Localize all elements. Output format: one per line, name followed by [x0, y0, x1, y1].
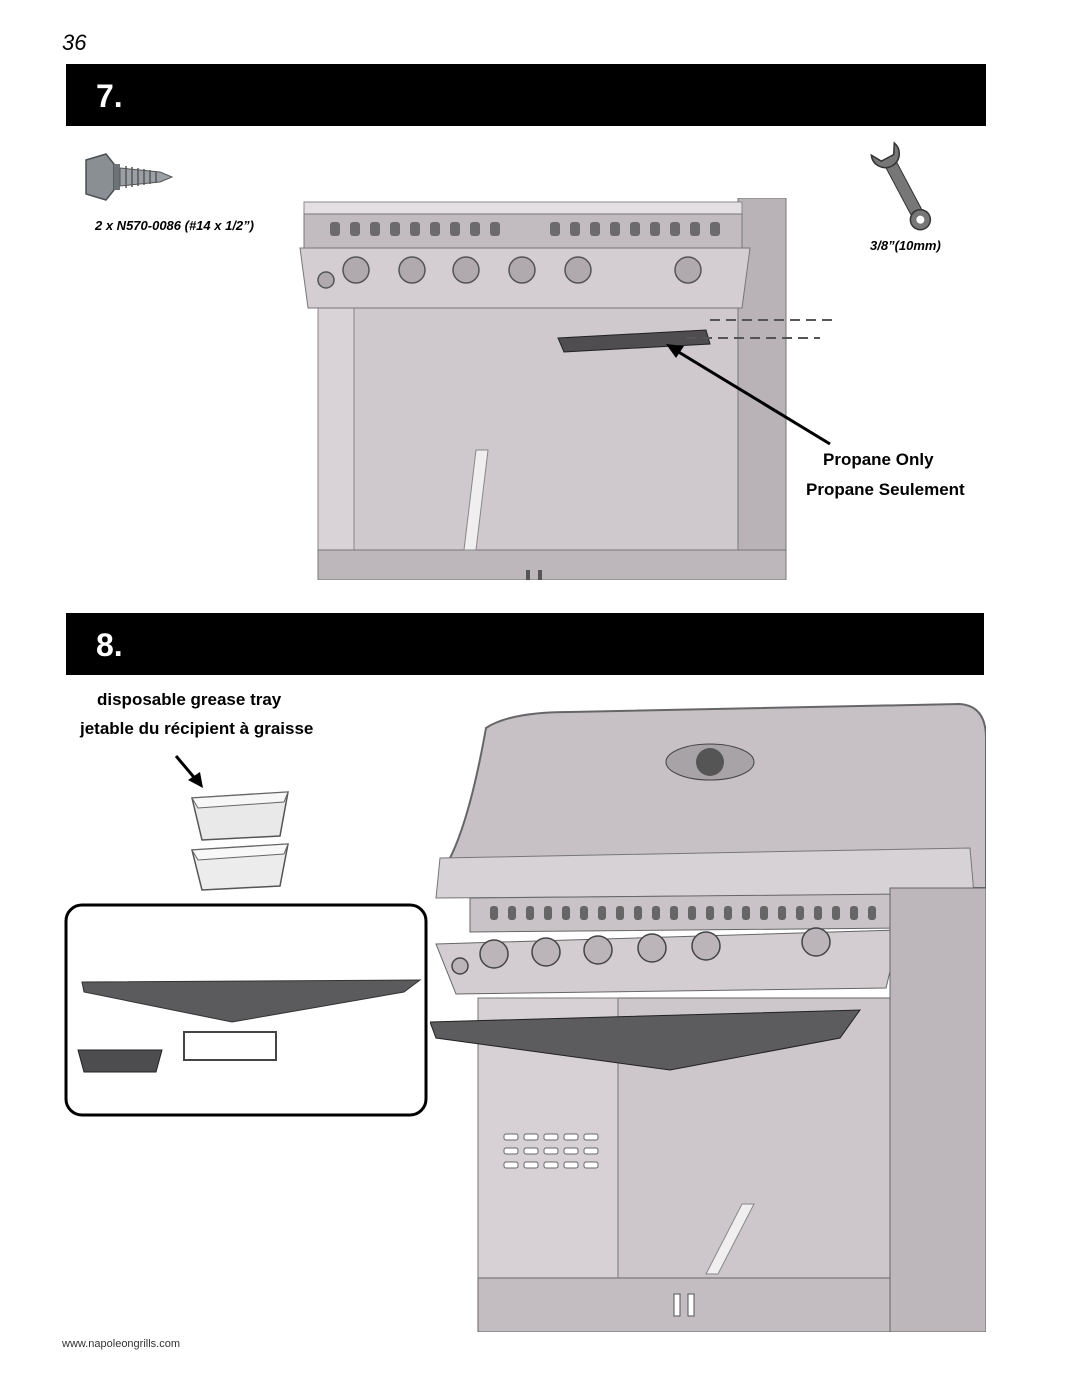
wrench-size-label: 3/8”(10mm) [870, 238, 941, 253]
grill-step8-illustration [430, 702, 986, 1332]
wrench-icon [870, 141, 932, 231]
propane-only-label: Propane Only [823, 450, 934, 469]
screw-part-label: 2 x N570-0086 (#14 x 1/2”) [95, 218, 254, 233]
footer-url[interactable]: www.napoleongrills.com [62, 1338, 180, 1350]
step-8-header: 8. [66, 613, 984, 675]
grease-tray-label-fr: jetable du récipient à graisse [80, 719, 314, 738]
grease-tray-icon [174, 755, 289, 891]
step-7-number: 7. [96, 78, 123, 114]
step-7-header: 7. [66, 64, 986, 126]
page-number: 36 [62, 30, 87, 55]
screw-icon [85, 153, 174, 201]
step-8-number: 8. [96, 627, 123, 663]
propane-seulement-label: Propane Seulement [806, 480, 965, 499]
grease-tray-label: disposable grease tray [97, 690, 282, 709]
grease-tray-detail-box [64, 903, 428, 1117]
grill-cart-step7-illustration [299, 198, 836, 580]
